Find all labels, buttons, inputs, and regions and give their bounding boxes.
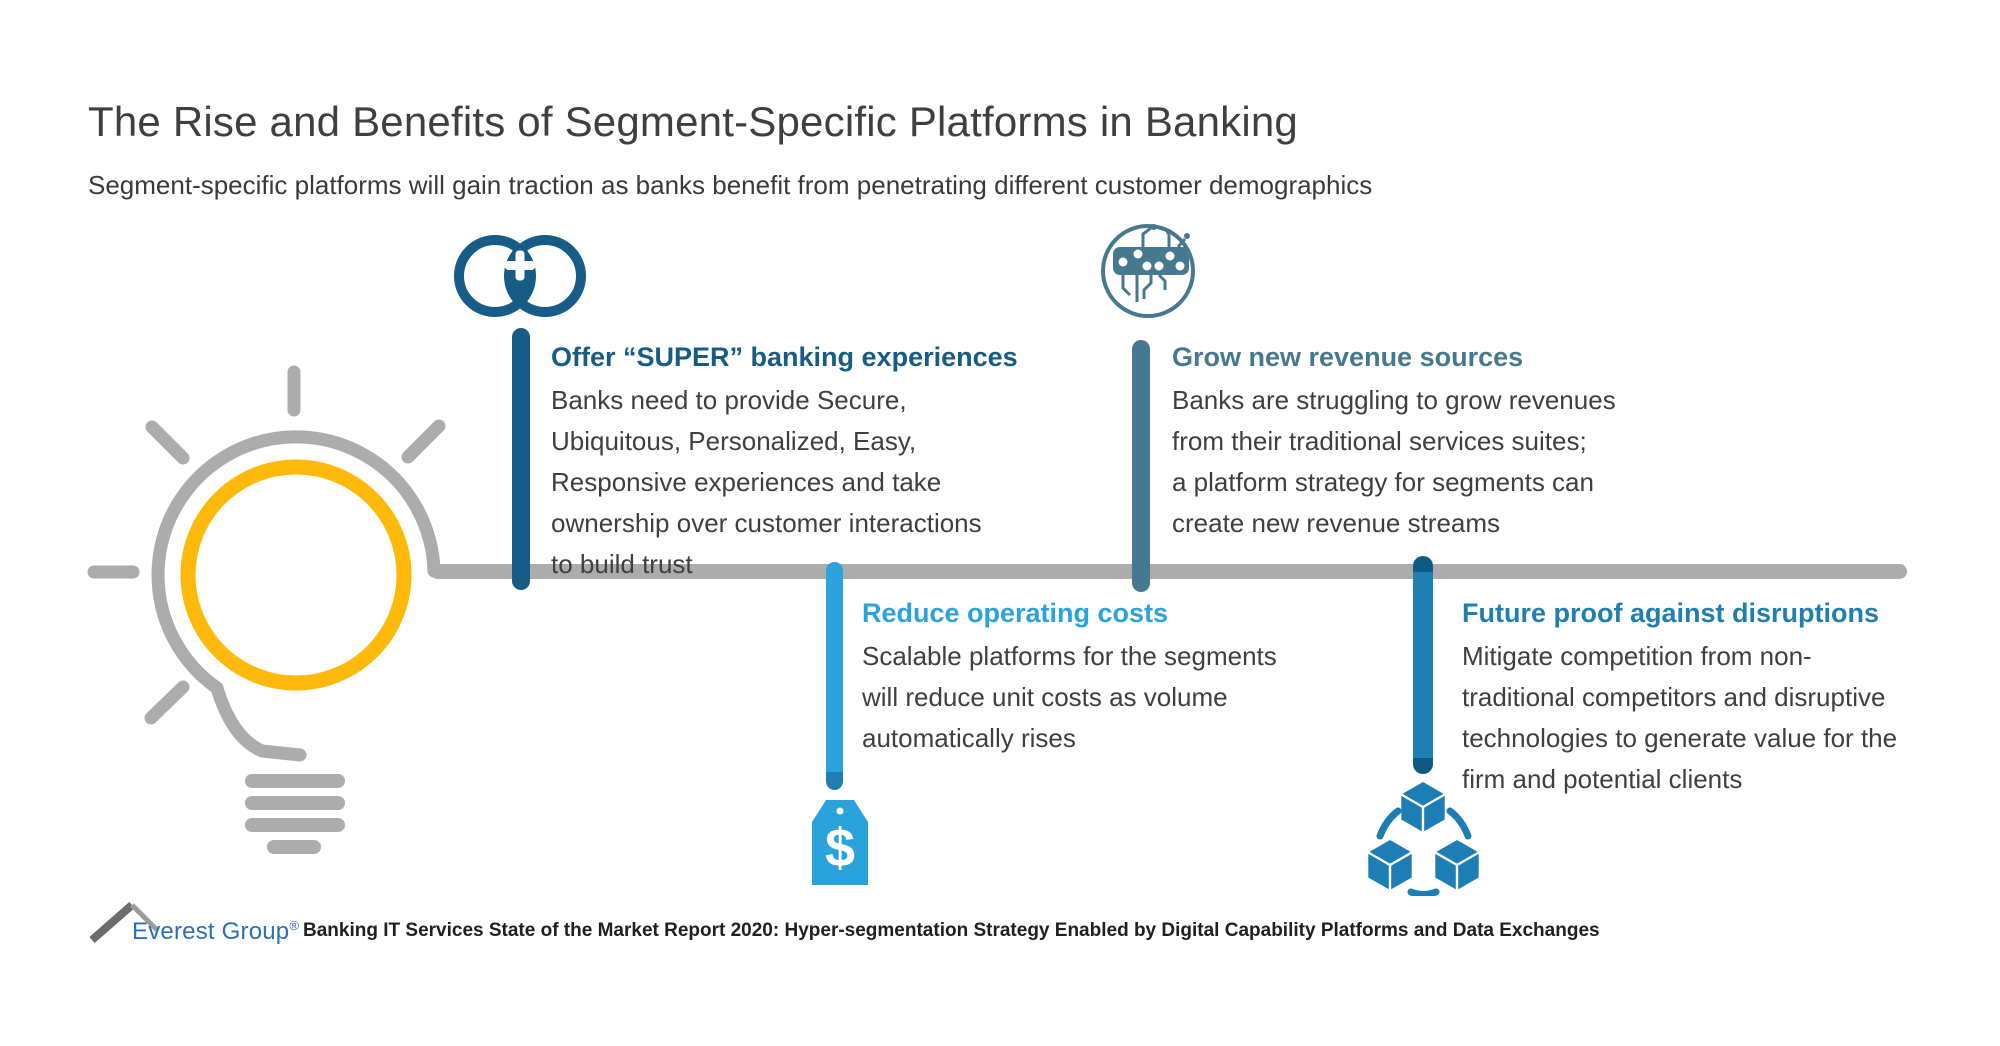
lightbulb-icon xyxy=(87,365,446,854)
add-person-icon xyxy=(454,235,586,317)
registered-mark: ® xyxy=(289,918,300,933)
timeline-marker-costs xyxy=(826,562,843,790)
section-revenue-heading: Grow new revenue sources xyxy=(1172,342,1524,372)
svg-text:$: $ xyxy=(825,818,855,878)
circuit-board-icon xyxy=(1101,224,1195,318)
section-revenue-body: Banks are struggling to grow revenues fr… xyxy=(1172,385,1616,538)
timeline-line xyxy=(430,564,1907,579)
timeline-marker-super xyxy=(512,328,530,590)
linked-cubes-icon xyxy=(1367,782,1480,896)
page-title: The Rise and Benefits of Segment-Specifi… xyxy=(88,98,1298,145)
section-costs-heading: Reduce operating costs xyxy=(862,598,1169,628)
everest-group-logo-text: Everest Group xyxy=(132,918,290,945)
timeline-marker-revenue xyxy=(1132,340,1150,592)
section-super-heading: Offer “SUPER” banking experiences xyxy=(551,342,1018,372)
section-super: Offer “SUPER” banking experiences Banks … xyxy=(551,340,1111,585)
timeline-marker-disruptions xyxy=(1413,556,1433,774)
price-tag-icon: $ xyxy=(812,800,868,885)
section-revenue: Grow new revenue sources Banks are strug… xyxy=(1172,340,1732,544)
section-costs-body: Scalable platforms for the segments will… xyxy=(862,641,1277,753)
section-super-body: Banks need to provide Secure, Ubiquitous… xyxy=(551,385,982,579)
report-caption: Banking IT Services State of the Market … xyxy=(303,920,1600,941)
section-disruptions-body: Mitigate competition from non- tradition… xyxy=(1462,641,1898,794)
everest-group-logo: Everest Group® xyxy=(132,918,299,946)
section-disruptions-heading: Future proof against disruptions xyxy=(1462,598,1879,628)
page-subtitle: Segment-specific platforms will gain tra… xyxy=(88,170,1373,200)
section-disruptions: Future proof against disruptions Mitigat… xyxy=(1462,596,2000,800)
everest-group-mountain-icon xyxy=(89,901,159,944)
section-costs: Reduce operating costs Scalable platform… xyxy=(862,596,1422,759)
